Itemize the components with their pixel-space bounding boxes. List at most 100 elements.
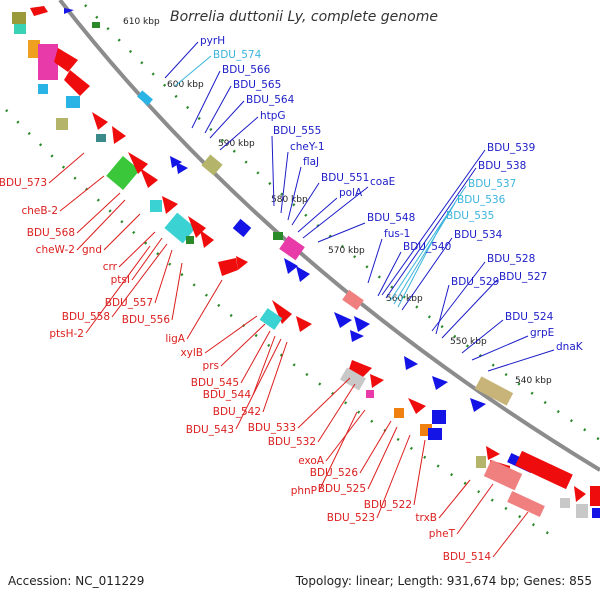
reverse-gene-label: pheT [429,528,456,540]
forward-gene-label: BDU_574 [213,49,262,61]
reverse-gene-label: crr [103,261,118,273]
forward-label-leader [401,237,453,311]
reverse-gene-label: BDU_525 [318,483,366,495]
feature-arrow [200,230,214,248]
forward-label-leader [164,41,199,79]
reverse-label-leader [318,411,358,492]
feature-block [576,504,588,518]
scale-label: 600 kbp [167,80,204,90]
reverse-gene-label: BDU_532 [268,436,316,448]
forward-label-leader [393,202,456,305]
feature-block [66,96,80,108]
feature-block [507,490,545,518]
reverse-gene-label: prs [203,360,219,372]
feature-arrow [486,446,500,460]
reverse-label-leader [413,439,426,506]
forward-label-leader [287,166,302,221]
forward-label-leader [174,55,212,87]
forward-label-leader [367,238,383,284]
reverse-label-leader [220,323,266,367]
forward-gene-label: BDU_540 [403,241,451,253]
forward-gene-label: BDU_535 [446,210,494,222]
forward-gene-label: polA [339,187,363,199]
feature-block [150,200,162,212]
reverse-gene-label: BDU_573 [0,177,47,189]
forward-label-leader [377,251,402,297]
reverse-label-leader [367,426,398,490]
feature-arrow [404,356,418,370]
feature-arrow [296,316,312,332]
feature-arrow [92,112,108,130]
forward-label-leader [461,319,504,354]
reverse-gene-label: phnP [291,485,317,497]
feature-block [186,236,194,244]
forward-gene-label: BDU_551 [321,172,369,184]
reverse-label-leader [131,237,163,281]
reverse-gene-label: ptsH-2 [49,328,84,340]
reverse-label-leader [76,199,126,251]
reverse-label-leader [48,152,85,184]
feature-block [279,235,305,261]
forward-label-leader [381,149,486,296]
reverse-gene-label: BDU_526 [310,467,359,479]
reverse-label-leader [111,243,168,318]
feature-arrow [408,398,426,414]
reverse-gene-label: BDU_545 [191,377,239,389]
forward-gene-label: BDU_538 [478,160,526,172]
feature-block [394,408,404,418]
feature-arrow [334,312,352,328]
reverse-gene-label: trxB [415,512,437,524]
reverse-label-leader [76,192,121,234]
forward-gene-label: htpG [260,110,286,122]
reverse-gene-label: gnd [82,244,102,256]
reverse-label-leader [492,511,529,558]
forward-gene-label: BDU_537 [468,178,516,190]
forward-gene-label: BDU_527 [499,271,547,283]
feature-block [232,218,252,238]
genome-summary-text: Topology: linear; Length: 931,674 bp; Ge… [295,574,592,588]
forward-gene-labels: pyrHBDU_574BDU_566BDU_565BDU_564htpGBDU_… [200,35,584,353]
scale-label: 580 kbp [271,195,308,205]
reverse-label-leader [456,483,494,535]
feature-arrow [64,8,74,14]
forward-gene-label: grpE [530,327,554,339]
reverse-gene-label: BDU_533 [248,422,296,434]
feature-block [14,24,26,34]
reverse-gene-label: BDU_543 [186,424,234,436]
feature-arrow [354,316,370,332]
feature-arrow [236,256,248,270]
forward-label-leader [271,135,275,207]
feature-block [592,508,600,518]
reverse-gene-label: BDU_557 [105,297,153,309]
feature-block [483,459,523,491]
scale-label: 610 kbp [123,17,160,27]
feature-arrow [574,486,586,502]
forward-label-leader [280,151,289,214]
reverse-label-leaders [48,152,529,558]
reverse-gene-label: BDU_514 [443,551,492,563]
reverse-gene-label: cheW-2 [36,244,75,256]
forward-label-leader [435,284,450,335]
feature-block [106,155,140,191]
reverse-features [14,24,600,518]
reverse-gene-label: ligA [165,333,185,345]
reverse-label-leader [154,249,173,304]
feature-arrow [162,196,178,214]
reverse-gene-label: exoA [298,455,325,467]
forward-gene-label: flaJ [303,156,319,168]
feature-block [515,450,573,490]
feature-arrow [54,48,78,72]
feature-block [428,428,442,440]
feature-block [28,40,40,58]
forward-label-leader [204,85,232,134]
forward-label-leader [385,167,477,299]
scale-label: 570 kbp [328,246,365,256]
reverse-label-leader [171,262,183,321]
feature-arrow [112,126,126,144]
inner-tick-ring [5,109,561,542]
feature-arrow [140,168,158,188]
reverse-label-leader [359,420,392,474]
scale-label: 560 kbp [386,294,423,304]
